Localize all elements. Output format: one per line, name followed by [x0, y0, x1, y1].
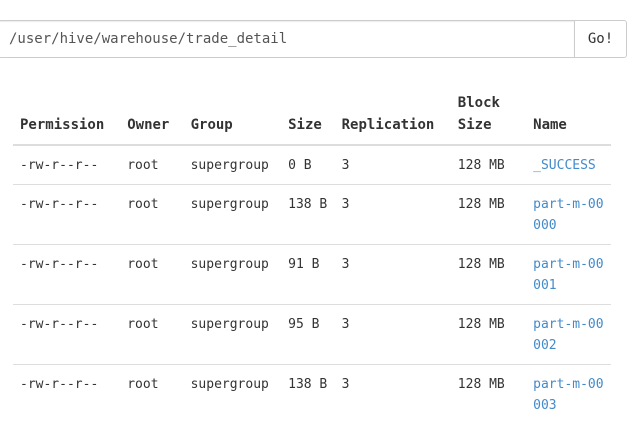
cell-owner: root	[120, 184, 184, 245]
table-row: -rw-r--r-- root supergroup 138 B 3 128 M…	[13, 364, 611, 424]
cell-size: 138 B	[281, 364, 335, 424]
file-link[interactable]: part-m-00000	[533, 197, 604, 233]
cell-permission: -rw-r--r--	[20, 158, 99, 173]
cell-name: part-m-00000	[526, 184, 611, 245]
cell-permission: -rw-r--r--	[13, 364, 121, 424]
table-row: -rw-r--r-- root supergroup 0 B 3 128 MB …	[13, 145, 611, 185]
file-link[interactable]: part-m-00003	[533, 377, 604, 413]
directory-path-input[interactable]	[0, 20, 574, 58]
cell-permission: -rw-r--r--	[13, 184, 121, 245]
cell-owner: root	[120, 244, 184, 305]
header-name[interactable]: Name	[526, 84, 611, 146]
cell-size: 91 B	[281, 244, 335, 305]
cell-owner: root	[120, 364, 184, 424]
table-row: -rw-r--r-- root supergroup 138 B 3 128 M…	[13, 184, 611, 245]
cell-permission: -rw-r--r--	[13, 304, 121, 365]
cell-block-size: 128 MB	[450, 364, 527, 424]
cell-name: part-m-00003	[526, 364, 611, 424]
header-permission[interactable]: Permission	[13, 84, 121, 146]
cell-block-size: 128 MB	[457, 158, 505, 173]
cell-replication: 3	[334, 364, 451, 424]
cell-size: 95 B	[281, 304, 335, 365]
cell-permission: -rw-r--r--	[13, 244, 121, 305]
cell-name: part-m-00001	[526, 244, 611, 305]
cell-block-size: 128 MB	[450, 244, 527, 305]
cell-size: 0 B	[288, 158, 312, 173]
header-size[interactable]: Size	[281, 84, 335, 146]
file-link[interactable]: part-m-00001	[533, 257, 604, 293]
file-listing-table: Permission Owner Group Size Replication …	[13, 84, 611, 424]
cell-replication: 3	[341, 158, 350, 173]
cell-block-size: 128 MB	[450, 184, 527, 245]
header-replication[interactable]: Replication	[334, 84, 451, 146]
cell-name: part-m-00002	[526, 304, 611, 365]
cell-replication: 3	[334, 244, 451, 305]
header-block-size[interactable]: Block Size	[450, 84, 527, 146]
cell-group: supergroup	[190, 158, 269, 173]
cell-group: supergroup	[183, 364, 282, 424]
file-link[interactable]: part-m-00002	[533, 317, 604, 353]
header-group[interactable]: Group	[183, 84, 282, 146]
table-row: -rw-r--r-- root supergroup 95 B 3 128 MB…	[13, 304, 611, 365]
cell-replication: 3	[334, 304, 451, 365]
cell-block-size: 128 MB	[450, 304, 527, 365]
cell-group: supergroup	[183, 244, 282, 305]
header-owner[interactable]: Owner	[120, 84, 184, 146]
path-bar: Go!	[0, 20, 628, 58]
cell-size: 138 B	[281, 184, 335, 245]
go-button[interactable]: Go!	[574, 20, 627, 58]
file-link[interactable]: _SUCCESS	[533, 158, 596, 173]
cell-group: supergroup	[183, 304, 282, 365]
cell-replication: 3	[334, 184, 451, 245]
cell-group: supergroup	[183, 184, 282, 245]
cell-name: _SUCCESS	[526, 145, 611, 185]
cell-owner: root	[120, 304, 184, 365]
table-row: -rw-r--r-- root supergroup 91 B 3 128 MB…	[13, 244, 611, 305]
cell-owner: root	[127, 158, 159, 173]
table-header-row: Permission Owner Group Size Replication …	[13, 84, 611, 146]
